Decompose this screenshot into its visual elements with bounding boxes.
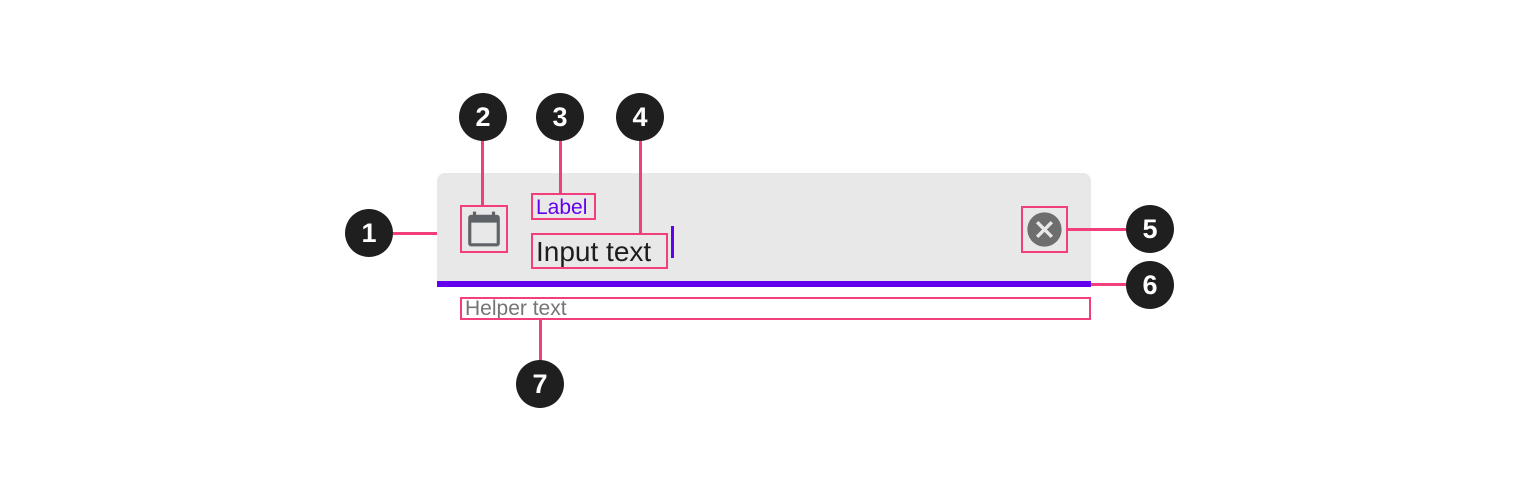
callout-4: 4 xyxy=(616,93,664,141)
input-text[interactable]: Input text xyxy=(536,236,652,267)
active-indicator xyxy=(437,281,1091,287)
annotation-box-trailing-icon xyxy=(1021,206,1068,253)
annotation-box-leading-icon xyxy=(460,205,508,253)
annotation-line-leading-icon xyxy=(481,140,484,205)
text-field-container[interactable] xyxy=(437,173,1091,281)
callout-7: 7 xyxy=(516,360,564,408)
annotation-line-helper-text xyxy=(539,320,542,360)
callout-1: 1 xyxy=(345,209,393,257)
helper-text: Helper text xyxy=(465,297,567,320)
field-label: Label xyxy=(536,196,588,219)
clear-button[interactable] xyxy=(1024,209,1065,250)
annotation-box-helper-text xyxy=(460,297,1091,320)
annotation-box-label xyxy=(531,193,596,220)
annotation-line-container xyxy=(393,232,437,235)
callout-3: 3 xyxy=(536,93,584,141)
annotation-line-label xyxy=(559,140,562,193)
clear-icon xyxy=(1027,212,1062,247)
callout-6: 6 xyxy=(1126,261,1174,309)
annotation-line-trailing-icon xyxy=(1068,228,1126,231)
annotation-line-activation-indicator xyxy=(1091,283,1126,286)
callout-5: 5 xyxy=(1126,205,1174,253)
calendar-icon[interactable] xyxy=(465,210,503,248)
text-cursor xyxy=(671,226,674,258)
annotation-box-input-text xyxy=(531,233,668,269)
annotation-line-input-text xyxy=(639,140,642,233)
callout-2: 2 xyxy=(459,93,507,141)
